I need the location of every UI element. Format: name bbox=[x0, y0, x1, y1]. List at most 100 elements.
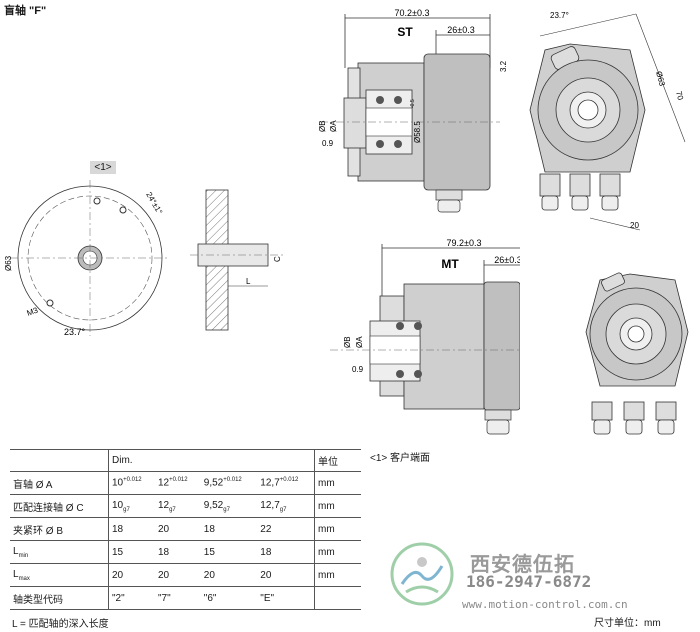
table-header-dim: Dim. bbox=[108, 449, 315, 472]
row-label-sub: max bbox=[18, 575, 30, 582]
st-dia-58: Ø58.5 bbox=[413, 121, 422, 143]
table-cell: "7" bbox=[154, 586, 201, 610]
st-dia-58-tol: -0.5 bbox=[410, 99, 416, 108]
cell-tolerance: +0.012 bbox=[169, 477, 188, 484]
table-cell: 18 bbox=[257, 540, 315, 564]
table-header-row: Dim. 单位 bbox=[10, 449, 361, 472]
right-angle-237: 23.7° bbox=[550, 11, 569, 20]
cell-value: 18 bbox=[203, 523, 215, 535]
cell-value: 12,7 bbox=[260, 477, 280, 489]
table-cell: 15 bbox=[108, 540, 155, 564]
mt-label: MT bbox=[441, 257, 459, 271]
st-front-view: 23.7° 3.2 70 Ø63 20 bbox=[499, 11, 686, 231]
brand-name: 西安德伍拓 bbox=[470, 554, 575, 576]
table-cell: 9,52g7 bbox=[200, 494, 258, 518]
row-unit: mm bbox=[314, 563, 361, 587]
table-cell: 20 bbox=[154, 517, 201, 541]
cell-value: 18 bbox=[260, 546, 272, 558]
table-header-unit: 单位 bbox=[314, 449, 361, 472]
table-cell: 20 bbox=[257, 563, 315, 587]
cell-value: "7" bbox=[157, 592, 171, 604]
mating-shaft-view: L C bbox=[190, 189, 284, 331]
c-label: C bbox=[273, 256, 282, 262]
table-cell: 20 bbox=[154, 563, 201, 587]
table-header-blank bbox=[10, 449, 109, 472]
row-label: 匹配连接轴 Ø C bbox=[10, 494, 109, 518]
page-title: 盲轴 "F" bbox=[4, 5, 47, 17]
face-dia: Ø63 bbox=[4, 255, 13, 271]
face-angle2: 23.7° bbox=[64, 327, 86, 337]
table-cell: 20 bbox=[200, 563, 258, 587]
cell-value: 22 bbox=[260, 523, 272, 535]
cell-tolerance: +0.012 bbox=[123, 477, 142, 484]
row-label-text: 匹配连接轴 Ø C bbox=[13, 502, 84, 514]
row-unit: mm bbox=[314, 517, 361, 541]
row-label: 盲轴 Ø A bbox=[10, 471, 109, 495]
right-20: 20 bbox=[630, 221, 639, 230]
ref1-label: <1> bbox=[90, 161, 116, 174]
table-cell: "E" bbox=[257, 586, 315, 610]
row-unit: mm bbox=[314, 494, 361, 518]
length-note: L = 匹配轴的深入长度 bbox=[12, 619, 109, 630]
cell-value: 15 bbox=[112, 546, 124, 558]
cell-value: 20 bbox=[203, 569, 215, 581]
cell-fit: g7 bbox=[123, 506, 130, 513]
brand-logo bbox=[390, 542, 454, 606]
row-label: Lmax bbox=[10, 563, 109, 587]
brand-url: www.motion-control.com.cn bbox=[462, 598, 628, 611]
brand-phone: 186-2947-6872 bbox=[466, 572, 592, 591]
st-dia-a: ØA bbox=[329, 120, 338, 132]
table-cell: "6" bbox=[200, 586, 258, 610]
mt-dim-total: 79.2±0.3 bbox=[447, 238, 482, 248]
table-cell: 20 bbox=[108, 563, 155, 587]
cell-value: 12 bbox=[157, 477, 170, 489]
cell-value: 20 bbox=[260, 569, 272, 581]
mt-front-view bbox=[585, 272, 689, 435]
st-09: 0.9 bbox=[322, 139, 334, 148]
row-label-sub: min bbox=[18, 552, 29, 559]
row-label-text: L bbox=[13, 545, 19, 557]
cell-value: 20 bbox=[157, 523, 170, 535]
st-dim-total: 70.2±0.3 bbox=[395, 8, 430, 18]
cell-value: "2" bbox=[112, 592, 125, 604]
table-cell: 9,52+0.012 bbox=[200, 471, 258, 495]
mt-09: 0.9 bbox=[352, 365, 364, 374]
cell-value: 10 bbox=[112, 477, 124, 489]
row-label: Lmin bbox=[10, 540, 109, 564]
row-label-text: 轴类型代码 bbox=[13, 594, 63, 606]
row-label-text: 盲轴 Ø A bbox=[13, 479, 53, 491]
cell-value: 9,52 bbox=[203, 477, 224, 489]
row-label: 夹紧环 Ø B bbox=[10, 517, 109, 541]
row-unit: mm bbox=[314, 471, 361, 495]
cell-value: 12,7 bbox=[260, 499, 280, 511]
cell-value: 18 bbox=[157, 546, 170, 558]
cell-value: 9,52 bbox=[203, 499, 224, 511]
table-cell: 22 bbox=[257, 517, 315, 541]
table-cell: 15 bbox=[200, 540, 258, 564]
cell-tolerance: +0.012 bbox=[223, 477, 242, 484]
row-label-text: L bbox=[13, 568, 19, 580]
table-cell: "2" bbox=[108, 586, 155, 610]
table-cell: 10g7 bbox=[108, 494, 155, 518]
table-cell: 12,7+0.012 bbox=[257, 471, 315, 495]
table-cell: 12+0.012 bbox=[154, 471, 201, 495]
st-label: ST bbox=[397, 25, 413, 39]
cell-value: 18 bbox=[112, 523, 124, 535]
ref-note: <1> 客户端面 bbox=[370, 453, 431, 464]
table-cell: 12,7g7 bbox=[257, 494, 315, 518]
cell-value: 20 bbox=[112, 569, 124, 581]
customer-face-view: Ø63 24°±1° M3 23.7° bbox=[4, 180, 170, 337]
row-unit: mm bbox=[314, 540, 361, 564]
table-cell: 18 bbox=[108, 517, 155, 541]
cell-value: 15 bbox=[203, 546, 215, 558]
right-32: 3.2 bbox=[499, 60, 508, 72]
cell-value: 20 bbox=[157, 569, 170, 581]
face-m3: M3 bbox=[26, 305, 40, 317]
cell-fit: g7 bbox=[169, 506, 176, 513]
cell-tolerance: +0.012 bbox=[279, 477, 299, 484]
